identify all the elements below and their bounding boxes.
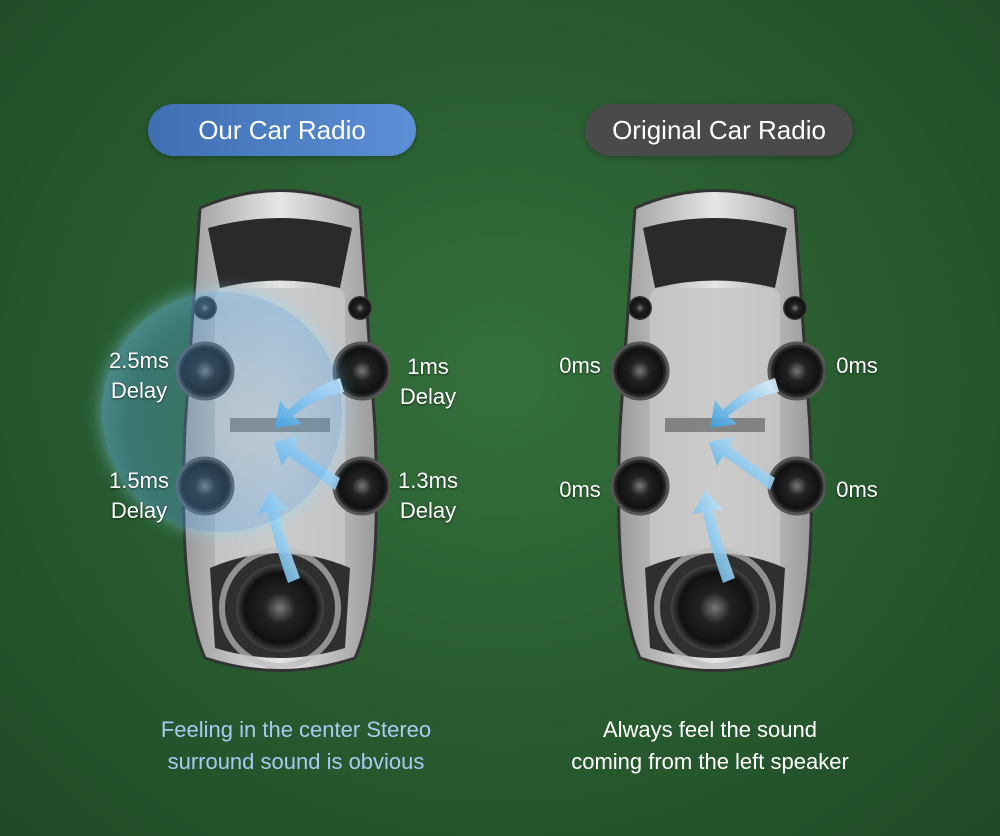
original-car-radio-title: Original Car Radio — [612, 114, 826, 145]
speaker-icon — [332, 456, 390, 516]
sound-field-bubble — [102, 292, 342, 532]
delay-rear-left: 0ms — [559, 477, 601, 502]
caption-line: Feeling in the center Stereo — [160, 717, 432, 742]
subwoofer-icon — [236, 564, 324, 652]
delay-front-right: 1ms Delay — [399, 354, 457, 409]
speaker-icon — [767, 456, 825, 516]
original-radio-caption: Always feel the sound coming from the le… — [510, 714, 910, 778]
subwoofer-icon — [671, 564, 759, 652]
caption-line: Always feel the sound — [602, 717, 818, 742]
our-radio-caption: Feeling in the center Stereo surround so… — [96, 714, 496, 778]
original-car-radio-badge: Original Car Radio — [585, 104, 853, 156]
caption-line: coming from the left speaker — [571, 749, 849, 774]
delay-rear-right: 1.3ms Delay — [398, 468, 458, 523]
speaker-icon — [628, 296, 652, 320]
delay-rear-right: 0ms — [836, 477, 878, 502]
speaker-icon — [610, 456, 670, 516]
delay-front-left: 2.5ms Delay — [109, 348, 169, 403]
our-car-radio-badge: Our Car Radio — [148, 104, 416, 156]
speaker-icon — [610, 341, 670, 401]
our-car-radio-title: Our Car Radio — [198, 114, 366, 145]
caption-line: surround sound is obvious — [167, 749, 425, 774]
sound-arrow-icon — [693, 378, 779, 583]
delay-front-left: 0ms — [559, 353, 601, 378]
speaker-icon — [767, 341, 825, 401]
speaker-icon — [348, 296, 372, 320]
speaker-icon — [783, 296, 807, 320]
car-top-view-icon — [610, 189, 825, 672]
delay-rear-left: 1.5ms Delay — [109, 468, 169, 523]
delay-front-right: 0ms — [836, 353, 878, 378]
